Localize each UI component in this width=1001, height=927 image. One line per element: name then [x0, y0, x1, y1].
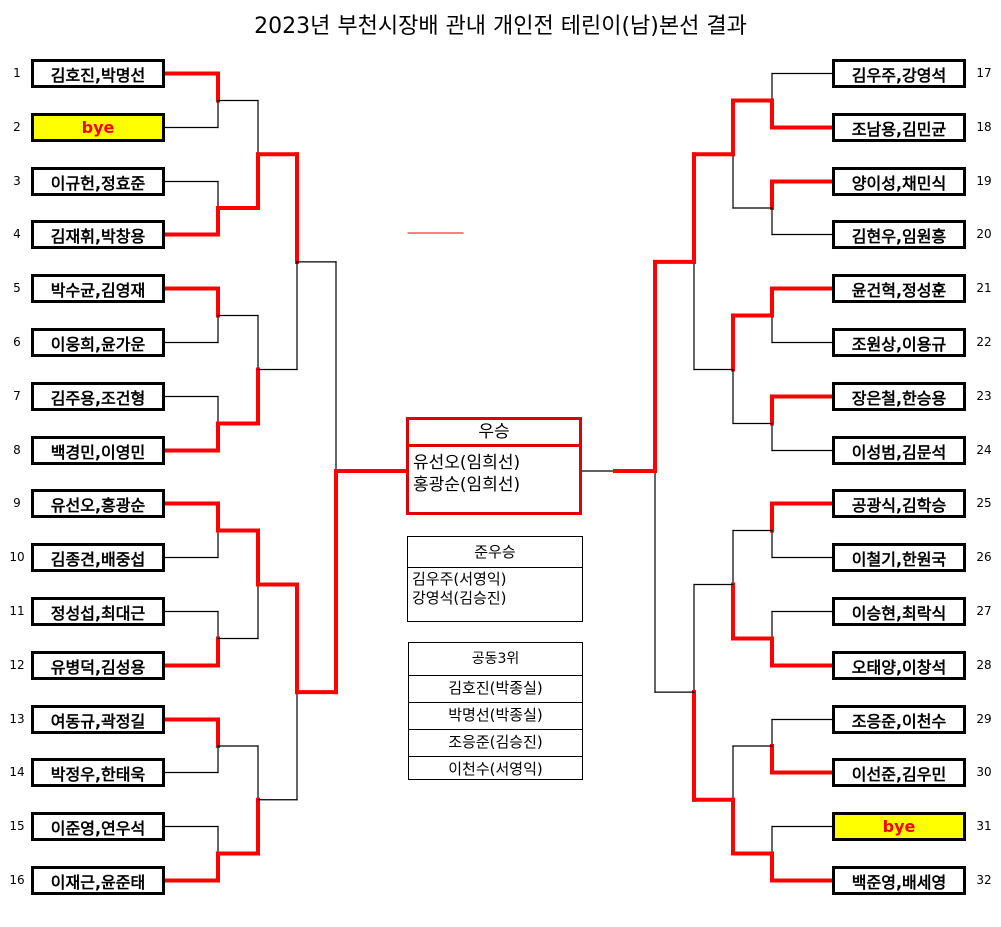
seed-number: 16 — [9, 873, 25, 887]
team-entry: 김종견,배중섭 — [31, 543, 165, 572]
seed-number: 22 — [976, 335, 992, 349]
seed-number: 8 — [13, 443, 21, 457]
seed-number: 31 — [976, 819, 992, 833]
seed-number: 32 — [976, 873, 992, 887]
team-entry: 이성범,김문석 — [832, 436, 966, 465]
team-entry: 유선오,홍광순 — [31, 489, 165, 518]
team-entry: 백준영,배세영 — [832, 866, 966, 895]
third-place-label: 공동3위 — [409, 643, 582, 676]
seed-number: 24 — [976, 443, 992, 457]
team-entry: 여동규,곽정길 — [31, 705, 165, 734]
team-entry: 이선준,김우민 — [832, 758, 966, 787]
team-entry: 이철기,한원국 — [832, 543, 966, 572]
seed-number: 14 — [9, 765, 25, 779]
seed-number: 27 — [976, 604, 992, 618]
seed-number: 3 — [13, 174, 21, 188]
seed-number: 10 — [9, 550, 25, 564]
seed-number: 6 — [13, 335, 21, 349]
seed-number: 11 — [9, 604, 25, 618]
bye-slot: bye — [832, 812, 966, 841]
champion-name-1: 유선오(임희선) — [413, 453, 521, 473]
champion-name-2: 홍광순(임희선) — [413, 475, 521, 496]
seed-number: 4 — [13, 227, 21, 241]
seed-number: 20 — [976, 227, 992, 241]
seed-number: 2 — [13, 120, 21, 134]
seed-number: 1 — [13, 66, 21, 80]
team-entry: 백경민,이영민 — [31, 436, 165, 465]
runner-up-name-1: 김우주(서영익) — [412, 570, 507, 588]
team-entry: 이웅희,윤가운 — [31, 328, 165, 357]
third-place-panel: 공동3위 김호진(박종실) 박명선(박종실) 조응준(김승진) 이천수(서영익) — [408, 642, 583, 780]
team-entry: 정성섭,최대근 — [31, 597, 165, 626]
third-place-name-4: 이천수(서영익) — [448, 760, 543, 778]
third-place-name-1: 김호진(박종실) — [409, 676, 582, 703]
team-entry: 공광식,김학승 — [832, 489, 966, 518]
seed-number: 19 — [976, 174, 992, 188]
team-entry: 이준영,연우석 — [31, 812, 165, 841]
team-entry: 조남용,김민균 — [832, 113, 966, 142]
seed-number: 12 — [9, 658, 25, 672]
seed-number: 18 — [976, 120, 992, 134]
seed-number: 28 — [976, 658, 992, 672]
team-entry: 박수균,김영재 — [31, 274, 165, 303]
team-entry: 오태양,이창석 — [832, 651, 966, 680]
team-entry: 이재근,윤준태 — [31, 866, 165, 895]
seed-number: 7 — [13, 389, 21, 403]
team-entry: 김재휘,박창용 — [31, 220, 165, 249]
seed-number: 23 — [976, 389, 992, 403]
team-entry: 김우주,강영석 — [832, 59, 966, 88]
team-entry: 윤건혁,정성훈 — [832, 274, 966, 303]
champion-label: 우승 — [409, 420, 579, 447]
team-entry: 이규헌,정효준 — [31, 167, 165, 196]
runner-up-label: 준우승 — [408, 537, 582, 568]
runner-up-name-2: 강영석(김승진) — [412, 588, 507, 607]
page-title: 2023년 부천시장배 관내 개인전 테린이(남)본선 결과 — [254, 14, 747, 39]
team-entry: 김현우,임원흥 — [832, 220, 966, 249]
seed-number: 25 — [976, 496, 992, 510]
bye-slot: bye — [31, 113, 165, 142]
team-entry: 이승현,최락식 — [832, 597, 966, 626]
team-entry: 조응준,이천수 — [832, 705, 966, 734]
seed-number: 9 — [13, 496, 21, 510]
team-entry: 유병덕,김성용 — [31, 651, 165, 680]
seed-number: 13 — [9, 712, 25, 726]
third-place-name-2: 박명선(박종실) — [409, 703, 582, 730]
team-entry: 양이성,채민식 — [832, 167, 966, 196]
seed-number: 29 — [976, 712, 992, 726]
champion-panel: 우승 유선오(임희선) 홍광순(임희선) — [406, 417, 582, 515]
runner-up-panel: 준우승 김우주(서영익) 강영석(김승진) — [407, 536, 583, 622]
team-entry: 조원상,이용규 — [832, 328, 966, 357]
team-entry: 김호진,박명선 — [31, 59, 165, 88]
seed-number: 26 — [976, 550, 992, 564]
team-entry: 김주용,조건형 — [31, 382, 165, 411]
seed-number: 17 — [976, 66, 992, 80]
seed-number: 30 — [976, 765, 992, 779]
team-entry: 박정우,한태욱 — [31, 758, 165, 787]
team-entry: 장은철,한승용 — [832, 382, 966, 411]
seed-number: 15 — [9, 819, 25, 833]
third-place-name-3: 조응준(김승진) — [409, 730, 582, 757]
seed-number: 5 — [13, 281, 21, 295]
seed-number: 21 — [976, 281, 992, 295]
